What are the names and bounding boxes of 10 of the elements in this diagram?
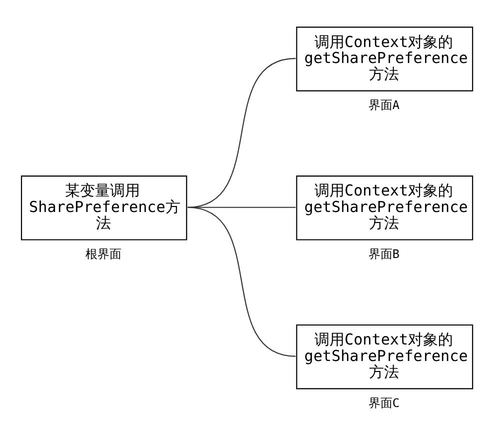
node-box: 调用Context对象的getSharePreference方法 — [296, 26, 474, 92]
connector — [188, 58, 296, 208]
node-label: 界面A — [368, 98, 400, 112]
node-label: 根界面 — [86, 246, 122, 261]
connector — [188, 206, 296, 357]
node-box: 某变量调用SharePreference方法 — [20, 176, 188, 240]
node-box: 调用Context对象的getSharePreference方法 — [296, 176, 474, 240]
node-label: 界面B — [368, 246, 400, 261]
node-box: 调用Context对象的getSharePreference方法 — [296, 324, 474, 390]
node-label: 界面C — [368, 396, 400, 410]
